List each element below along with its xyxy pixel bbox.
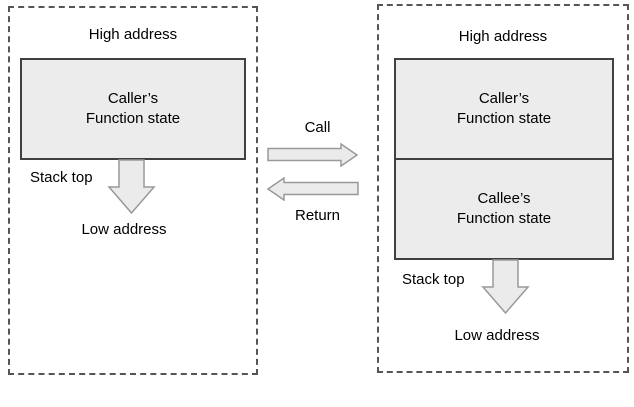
callee-box-line1: Callee’s — [477, 190, 531, 207]
caller-function-state-box-left: Caller’s Function state — [20, 58, 246, 160]
stack-top-label-left: Stack top — [30, 169, 93, 186]
call-label: Call — [304, 119, 331, 136]
low-address-label-right: Low address — [454, 327, 540, 344]
return-label: Return — [294, 207, 341, 224]
stack-top-label-right: Stack top — [402, 271, 465, 288]
caller-box-line2: Function state — [456, 110, 552, 127]
callee-function-state-box-right: Callee’s Function state — [396, 160, 612, 258]
caller-function-state-box-right: Caller’s Function state — [396, 60, 612, 160]
stack-frames-box-right: Caller’s Function state Callee’s Functio… — [394, 58, 614, 260]
stack-top-arrow-icon-left — [107, 159, 156, 215]
callee-box-line2: Function state — [456, 210, 552, 227]
call-arrow-icon — [267, 143, 359, 167]
return-arrow-icon — [266, 177, 359, 201]
high-address-label-left: High address — [88, 26, 178, 43]
high-address-label-right: High address — [458, 28, 548, 45]
low-address-label-left: Low address — [81, 221, 167, 238]
caller-box-line1: Caller’s — [478, 90, 530, 107]
stack-top-arrow-icon-right — [481, 259, 530, 315]
caller-box-line2: Function state — [85, 110, 181, 127]
caller-box-line1: Caller’s — [107, 90, 159, 107]
